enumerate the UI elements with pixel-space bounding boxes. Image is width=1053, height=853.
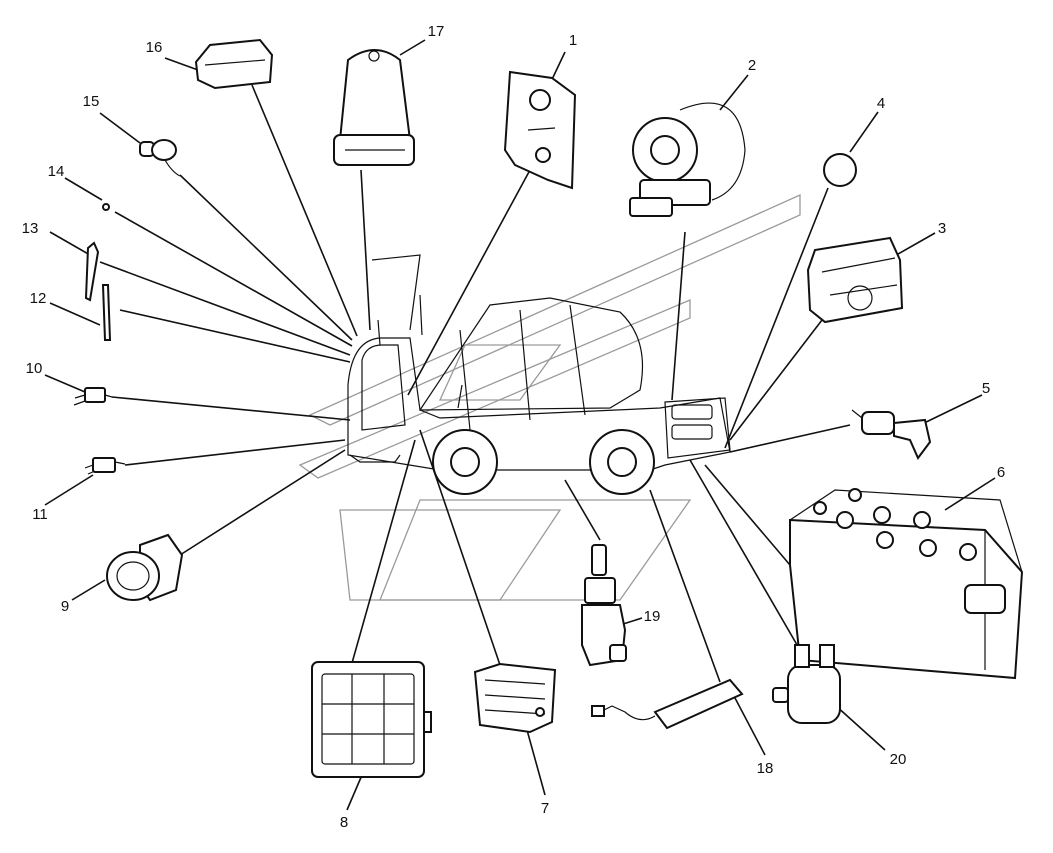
fuse [102, 203, 110, 211]
leader-8b [351, 439, 416, 664]
beacon-light [333, 49, 415, 166]
label-9: 9 [61, 598, 69, 615]
leader-2b [671, 231, 686, 401]
label-16: 16 [146, 39, 163, 56]
leader-12b [119, 309, 351, 363]
battery [789, 488, 1024, 680]
components [73, 38, 1024, 778]
rear-lamp [806, 236, 904, 324]
leader-18b [649, 489, 721, 683]
label-15: 15 [83, 93, 100, 110]
leader-4 [849, 111, 879, 153]
part-numbers: 1 2 3 4 5 6 7 8 9 10 11 12 13 14 15 16 1… [22, 23, 1006, 831]
leader-12 [49, 302, 101, 326]
alternator [629, 102, 746, 217]
switch-panel [503, 70, 577, 190]
leader-17 [399, 39, 426, 56]
leader-7 [526, 729, 546, 796]
leader-lines [44, 39, 996, 811]
label-8: 8 [340, 814, 348, 831]
leader-2 [719, 74, 749, 111]
leader-4b [724, 187, 829, 449]
leader-9b [179, 449, 346, 556]
label-12: 12 [30, 290, 47, 307]
leader-5 [919, 394, 983, 426]
temperature-sender [84, 457, 126, 475]
leader-20 [834, 704, 886, 751]
leader-5b [729, 424, 851, 453]
label-18: 18 [757, 760, 774, 777]
leader-15b [179, 174, 353, 341]
watermark [298, 193, 801, 601]
leader-14b [114, 211, 353, 347]
label-7: 7 [541, 800, 549, 817]
label-19: 19 [644, 608, 661, 625]
leader-9 [71, 579, 106, 601]
leader-6b [704, 464, 791, 566]
label-1: 1 [569, 32, 577, 49]
leader-14 [64, 177, 103, 201]
leader-20b [689, 459, 801, 651]
leader-17b [360, 169, 371, 331]
label-14: 14 [48, 163, 65, 180]
leader-10 [44, 374, 86, 393]
label-2: 2 [748, 57, 756, 74]
leader-13b [99, 261, 351, 356]
label-10: 10 [26, 360, 43, 377]
leader-11b [124, 439, 346, 466]
leader-10b [111, 396, 351, 421]
bulb [139, 139, 181, 177]
leader-13 [49, 231, 91, 256]
truck-mixer [347, 254, 731, 495]
label-4: 4 [877, 95, 885, 112]
battery-switch [851, 409, 932, 460]
label-3: 3 [938, 220, 946, 237]
label-17: 17 [428, 23, 445, 40]
leader-3b [729, 319, 823, 441]
leader-18 [734, 697, 766, 756]
headlamp [106, 533, 184, 602]
leader-1b [407, 169, 531, 396]
label-11: 11 [32, 506, 48, 523]
wiper-blade [101, 284, 112, 341]
leader-15 [99, 112, 141, 144]
leader-11 [44, 474, 94, 506]
leader-19b [564, 479, 601, 541]
speed-sensor [591, 678, 744, 730]
work-light [311, 661, 432, 778]
leader-16b [251, 84, 358, 337]
label-5: 5 [982, 380, 990, 397]
label-6: 6 [997, 464, 1005, 481]
side-marker-lamp [473, 662, 557, 734]
leader-6 [944, 477, 996, 511]
pressure-switch [73, 387, 113, 406]
label-13: 13 [22, 220, 39, 237]
cab-lamp [194, 38, 274, 90]
leader-8 [346, 774, 363, 811]
reflector [823, 153, 857, 187]
starter-solenoid [772, 644, 841, 724]
leader-7b [419, 429, 501, 666]
wiper-arm [84, 241, 100, 302]
level-sensor [581, 544, 627, 667]
label-20: 20 [890, 751, 907, 768]
leader-16 [164, 57, 199, 71]
